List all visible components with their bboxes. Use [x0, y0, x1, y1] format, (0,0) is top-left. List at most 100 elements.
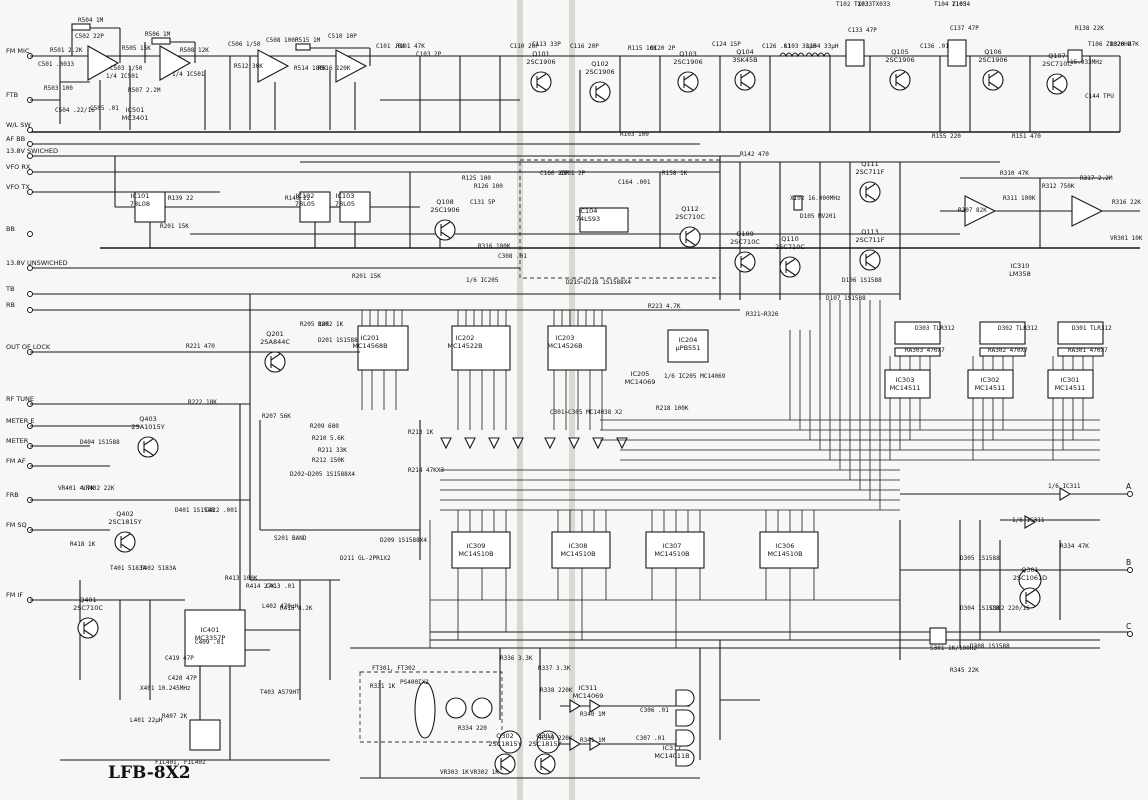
transistor-body — [494, 753, 516, 775]
transistor-designator: Q201 — [266, 330, 284, 338]
terminal: FTB — [6, 91, 33, 103]
ic-part-number: MC14510B — [458, 550, 493, 558]
ic-part-number: μPB551 — [676, 344, 701, 352]
transistor-part-number: 2SC711F — [856, 236, 885, 244]
terminal: TB — [5, 285, 33, 297]
transistor-body — [530, 71, 552, 93]
transistor-designator: Q111 — [861, 160, 879, 168]
component-label: C503 1/50 — [110, 65, 143, 72]
component-label: R507 2.2M — [128, 87, 161, 94]
terminal: VFO TX — [6, 183, 33, 195]
terminal: W/L SW — [6, 121, 33, 133]
transistor-emitter — [1052, 85, 1063, 93]
component-label: R103 100 — [620, 131, 649, 138]
transistor-part-number: 2SA844C — [260, 338, 290, 346]
terminal: AF BB — [6, 135, 33, 147]
component-label: 1/6 IC311 — [1048, 483, 1081, 490]
terminal-label: RB — [6, 301, 15, 309]
buffer-gate — [568, 437, 580, 450]
transistor-part-number: 2SC1815Y — [108, 518, 141, 526]
component-label: R501 2.2K — [50, 47, 83, 54]
transistor-collector — [865, 251, 876, 259]
ic-part-number: MC14511 — [1055, 384, 1086, 392]
transistor-emitter — [540, 765, 551, 773]
transistor-body — [677, 71, 699, 93]
component-label: 1/4 IC501 — [172, 71, 205, 78]
component-label: R512 30K — [234, 63, 263, 70]
transistor-body — [859, 249, 881, 271]
component-label: 1/4 IC501 — [106, 73, 139, 80]
terminal-label: W/L SW — [6, 121, 31, 129]
terminal-label: FRB — [6, 491, 19, 499]
if-detector-section — [30, 294, 421, 761]
component-label: D303 TLR312 — [915, 325, 955, 332]
ic-designator: IC101 — [131, 192, 150, 200]
component-label: T105 — [952, 1, 967, 8]
component-label: C160 20P — [540, 170, 569, 177]
terminal-pad — [27, 153, 33, 159]
component-label: R317 2.2M — [1080, 175, 1113, 182]
ic-part-number: 78L05 — [295, 200, 315, 208]
terminal-pad — [1127, 491, 1133, 497]
terminal: METER — [6, 437, 33, 449]
ic-part-number: MC14510B — [767, 550, 802, 558]
component-label: VR402 22K — [82, 485, 115, 492]
terminal: FM AF — [6, 457, 33, 469]
component-label: VR401 4.7K — [58, 485, 95, 492]
component-label: T104 Z1034 — [934, 1, 971, 8]
component-label: R341 1M — [580, 737, 606, 744]
terminal-label: VFO RX — [6, 163, 31, 171]
component-label: C110 20P — [510, 43, 539, 50]
component-label: R312 750K — [1042, 183, 1075, 190]
transistor-designator: Q303 — [536, 732, 554, 740]
component-label: R339 220K — [540, 735, 573, 742]
component-label: C504 .22/16 — [55, 107, 95, 114]
component-label: R139 22 — [168, 195, 194, 202]
ic-designator: IC204 — [679, 336, 698, 344]
component-label: R336 3.3K — [500, 655, 533, 662]
transistor-part-number: 2SC1906 — [673, 58, 702, 66]
component-label: R138 22K — [1075, 25, 1104, 32]
ic-designator: IC307 — [663, 542, 682, 550]
component-label: C116 20P — [570, 43, 599, 50]
terminal-label: METER E — [6, 417, 34, 425]
component-label: T402 5183A — [140, 565, 177, 572]
transistor-designator: Q105 — [891, 48, 909, 56]
component-label: R508 12K — [180, 47, 209, 54]
transistor-collector — [865, 183, 876, 191]
component-label: R210 5.6K — [312, 435, 345, 442]
component-label: L104 33μH — [806, 43, 839, 50]
transistor-part-number: 2SC710C — [1042, 60, 1072, 68]
transistor-designator: Q106 — [984, 48, 1002, 56]
component-label: T403 A579HT — [260, 689, 300, 696]
component-label: 1/6 IC205 — [466, 277, 499, 284]
component-label: 1/6 IC205 MC14069 — [664, 373, 726, 380]
transistor-collector — [785, 258, 796, 266]
transistor-designator: Q301 — [1021, 566, 1039, 574]
component-label: C113 33P — [532, 41, 561, 48]
component-label: D209 1S1588X4 — [380, 537, 427, 544]
component-label: R201 15K — [160, 223, 189, 230]
transistor-collector — [536, 73, 547, 81]
terminal: RF TUNE — [6, 395, 34, 407]
ic-designator: IC317 — [663, 744, 682, 752]
component-label: R101 47K — [396, 43, 425, 50]
transistor-collector — [895, 71, 906, 79]
ic-part-number: MC14510B — [560, 550, 595, 558]
component-label: D202~D205 1S1588X4 — [290, 471, 355, 478]
ic-designator: IC401 — [201, 626, 220, 634]
component-label: VR303 1K — [440, 769, 469, 776]
transistor-emitter — [595, 93, 606, 101]
transistor-designator: Q104 — [736, 48, 754, 56]
